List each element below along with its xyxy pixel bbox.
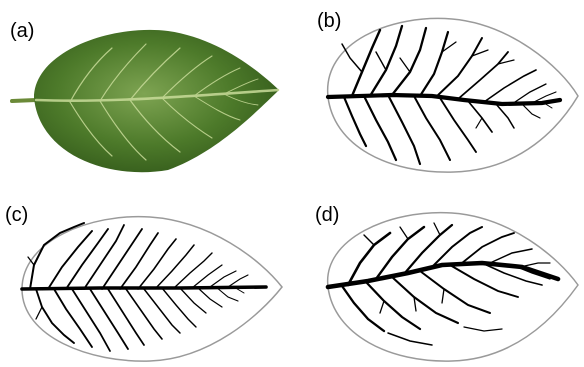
panel-c: (c) bbox=[0, 183, 292, 367]
panel-b: (b) bbox=[292, 0, 584, 183]
leaf-outline bbox=[328, 213, 578, 361]
vein-network-b bbox=[292, 0, 584, 183]
panel-a: (a) bbox=[0, 0, 292, 183]
leaf-stem bbox=[12, 100, 36, 101]
vein-network-d bbox=[292, 183, 584, 367]
leaf-photo bbox=[0, 0, 292, 183]
vein-network-c bbox=[0, 183, 292, 367]
panel-d: (d) bbox=[292, 183, 584, 367]
